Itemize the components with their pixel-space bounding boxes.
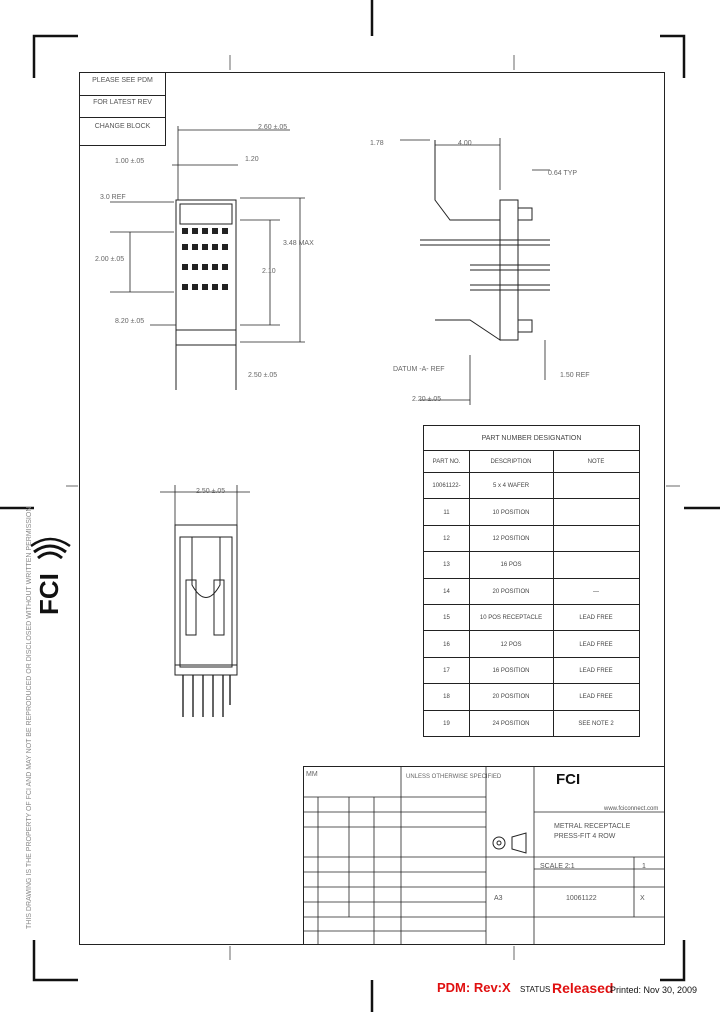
table-header-row: PART NO. DESCRIPTION NOTE [424,450,639,473]
pdm-revision: PDM: Rev:X [437,980,511,995]
table-row: 1420 POSITION — [424,577,639,605]
dim-height-left: 2.00 ±.05 [95,256,125,263]
table-cell-part-no: 15 [424,605,470,632]
table-cell-part-no: 17 [424,657,470,685]
table-cell-note [553,499,639,525]
dim-side-right: 0.64 TYP [548,170,578,177]
dim-bottom-left: 8.20 ±.05 [115,318,145,325]
table-cell-part-no: 14 [424,578,470,605]
fci-logo-text: FCI [34,573,64,615]
table-cell-note [553,526,639,552]
table-cell-note: LEAD FREE [579,694,613,701]
sheet-number: 1 [642,863,646,870]
stamp-line-1: PLEASE SEE PDM [80,77,165,96]
title-block-grid [304,767,664,944]
table-cell-note: LEAD FREE [579,667,613,674]
title-line-2: PRESS-FIT 4 ROW [554,833,616,840]
dim-side-bottom: 2.20 ±.05 [412,396,442,403]
dim-left-a: 3.0 REF [100,194,126,201]
table-cell-part-no: 13 [424,552,470,579]
table-cell-description: 12 POSITION [469,525,554,553]
dim-pitch-a: 1.00 ±.05 [115,158,145,165]
part-number-table: PART NUMBER DESIGNATION PART NO. DESCRIP… [423,425,640,737]
title-block-website: www.fciconnect.com [604,806,659,812]
title-block-logo: FCI [556,771,581,788]
front-view [110,126,305,390]
drawing-revision: X [640,895,645,902]
table-cell-part-no: 12 [424,525,470,553]
table-cell-description: 16 POSITION [469,657,554,685]
table-cell-description: 10 POS RECEPTACLE [469,605,554,632]
side-view [400,138,550,405]
table-cell-note: SEE NOTE 2 [578,720,614,727]
dim-side-datum: DATUM -A- REF [393,366,445,373]
table-cell-note: LEAD FREE [579,641,613,648]
rev-stamp: PLEASE SEE PDM FOR LATEST REV CHANGE BLO… [79,72,166,146]
table-cell-description: 16 POS [469,552,554,579]
table-cell-part-no: 11 [424,499,470,526]
table-cell-description: 20 POSITION [469,684,554,711]
table-header-note: NOTE [587,459,605,465]
dim-pitch-b: 1.20 [245,156,259,163]
title-line-1: METRAL RECEPTACLE [554,823,631,830]
table-cell-description: 20 POSITION [469,578,554,605]
projection-symbol [492,832,527,854]
dim-side-left: 1.78 [370,140,384,147]
table-cell-description: 12 POS [469,631,554,658]
table-cell-part-no: 16 [424,631,470,658]
dim-side-top: 4.00 [458,140,472,147]
dim-lower-top: 2.50 ±.05 [196,488,226,495]
drawing-size: A3 [494,895,503,902]
table-cell-note: — [593,588,599,595]
status-label: STATUS [520,985,551,994]
table-cell-note [553,473,639,499]
dim-right-a: 2.10 [262,268,276,275]
lower-view [160,485,250,717]
dim-top-front-width: 2.60 ±.05 [258,124,288,131]
drawing-scale: SCALE 2:1 [540,863,575,870]
dim-height-right: 3.48 MAX [283,240,314,247]
table-cell-part-no: 18 [424,684,470,711]
dim-bottom-front: 2.50 ±.05 [248,372,278,379]
dim-side-bottom-right: 1.50 REF [560,372,590,379]
stamp-line-2: FOR LATEST REV [80,99,165,118]
table-header-part-no: PART NO. [424,451,470,473]
drawing-number: 10061122 [566,895,597,902]
table-cell-part-no: 10061122- [424,473,470,500]
vertical-notice: THIS DRAWING IS THE PROPERTY OF FCI AND … [26,506,33,929]
table-cell-note [553,552,639,578]
title-block-tolerances: UNLESS OTHERWISE SPECIFIED [406,774,502,780]
table-title: PART NUMBER DESIGNATION [481,434,582,442]
table-cell-description: 24 POSITION [469,710,554,737]
title-block-units: MM [306,771,318,778]
fci-logo: FCI [30,537,71,615]
table-header-description: DESCRIPTION [469,451,554,473]
table-cell-note: LEAD FREE [579,615,613,622]
table-cell-part-no: 19 [424,710,470,737]
title-block: MM UNLESS OTHERWISE SPECIFIED www.fcicon… [303,766,665,945]
table-cell-description: 5 x 4 WAFER [469,473,554,500]
table-cell-description: 10 POSITION [469,499,554,526]
stamp-line-3: CHANGE BLOCK [94,123,151,130]
status-value: Released [552,980,614,996]
printed-date: Printed: Nov 30, 2009 [610,985,698,995]
table-row: 10061122-5 x 4 WAFER [424,472,639,500]
